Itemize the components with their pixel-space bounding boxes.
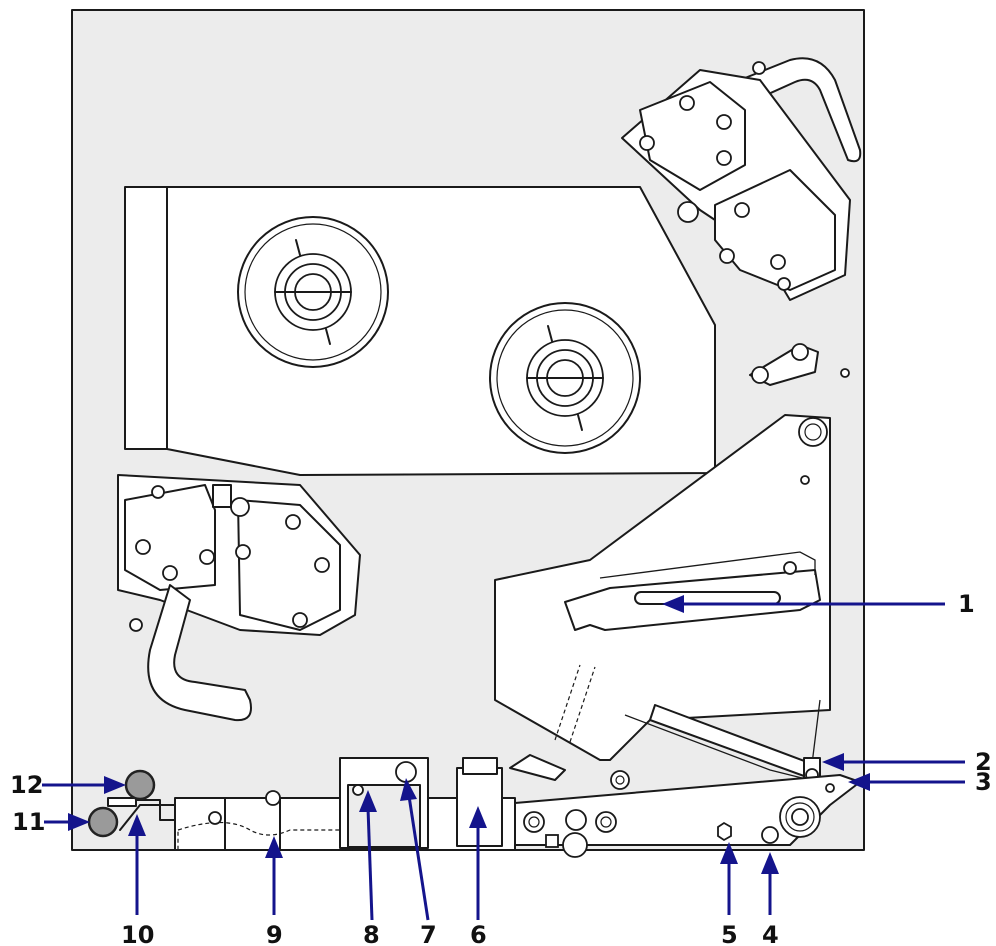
callout-8: 8 bbox=[359, 790, 380, 946]
callout-10: 10 bbox=[121, 814, 154, 946]
left-lever-assembly bbox=[117, 474, 361, 722]
ribbon-supply-spindle bbox=[237, 216, 389, 368]
callout-3-label: 3 bbox=[975, 768, 992, 796]
callout-6: 6 bbox=[469, 806, 487, 946]
ribbon-plate bbox=[124, 186, 716, 476]
upper-right-assembly bbox=[621, 57, 862, 386]
callout-12-label: 12 bbox=[10, 771, 43, 799]
callout-1: 1 bbox=[662, 590, 975, 618]
ribbon-takeup-spindle bbox=[489, 302, 641, 454]
callout-4-label: 4 bbox=[762, 921, 779, 946]
roller-12 bbox=[124, 769, 156, 801]
callout-2: 2 bbox=[822, 748, 992, 776]
callout-12: 12 bbox=[10, 771, 126, 799]
callout-10-label: 10 bbox=[121, 921, 154, 946]
callout-5-label: 5 bbox=[721, 921, 738, 946]
callouts: 1 2 3 4 5 6 bbox=[10, 590, 992, 946]
callout-7: 7 bbox=[400, 778, 437, 946]
callout-5: 5 bbox=[720, 842, 738, 946]
callout-11: 11 bbox=[12, 808, 90, 836]
roller-11 bbox=[87, 806, 119, 838]
callout-8-label: 8 bbox=[363, 921, 380, 946]
callout-9-label: 9 bbox=[266, 921, 283, 946]
callout-9: 9 bbox=[265, 836, 283, 946]
callout-1-label: 1 bbox=[958, 590, 975, 618]
callout-6-label: 6 bbox=[470, 921, 487, 946]
callout-4: 4 bbox=[761, 852, 779, 946]
callout-2-label: 2 bbox=[975, 748, 992, 776]
media-path bbox=[107, 754, 861, 858]
callout-3: 3 bbox=[848, 768, 992, 796]
callout-11-label: 11 bbox=[12, 808, 45, 836]
callout-7-label: 7 bbox=[420, 921, 437, 946]
